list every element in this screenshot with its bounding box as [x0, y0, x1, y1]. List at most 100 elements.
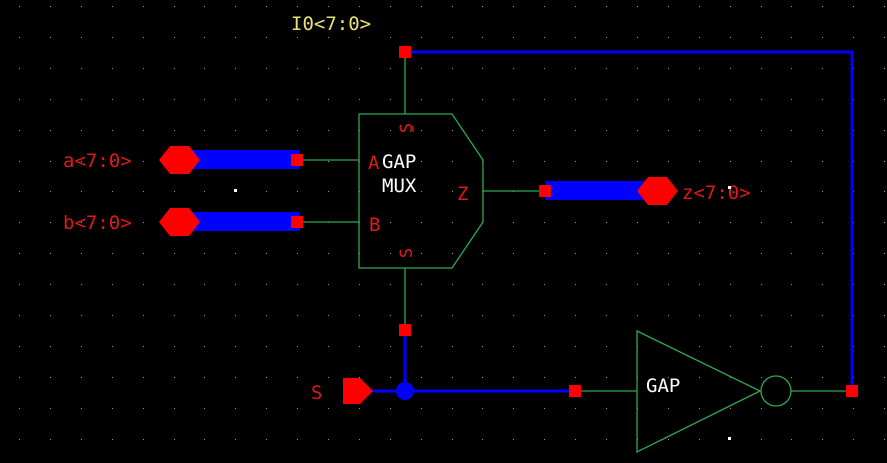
grid-dot [359, 439, 360, 440]
grid-dot [606, 130, 607, 131]
grid-dot [143, 346, 144, 347]
grid-dot [884, 68, 885, 69]
pin-b-label: b<7:0> [63, 212, 132, 234]
mux-symbol[interactable]: A B Z GAP MUX S S [297, 52, 545, 330]
grid-dot [606, 161, 607, 162]
grid-dot [791, 253, 792, 254]
grid-dot [328, 377, 329, 378]
grid-dot [235, 284, 236, 285]
grid-dot [606, 99, 607, 100]
grid-dot [853, 37, 854, 38]
grid-dot [452, 253, 453, 254]
a-bus-wire[interactable] [180, 150, 300, 169]
pin-a-marker[interactable] [159, 146, 200, 174]
grid-dot [730, 161, 731, 162]
grid-dot [204, 37, 205, 38]
connection-square-inv-out [846, 385, 858, 397]
feedback-bus-wire[interactable] [405, 50, 854, 391]
grid-dot [482, 439, 483, 440]
pin-z-label: z<7:0> [682, 182, 751, 204]
grid-dot [513, 161, 514, 162]
pin-s-marker[interactable] [343, 378, 373, 404]
grid-dot [143, 99, 144, 100]
grid-dot [359, 408, 360, 409]
grid-dot [81, 222, 82, 223]
grid-dot [884, 130, 885, 131]
grid-dot [328, 191, 329, 192]
inverter-symbol[interactable]: GAP [575, 329, 852, 454]
grid-dot [359, 377, 360, 378]
grid-dot [575, 315, 576, 316]
pin-z-marker[interactable] [637, 177, 678, 205]
grid-dot [143, 191, 144, 192]
grid-dot [266, 253, 267, 254]
grid-dot [884, 253, 885, 254]
grid-dot [699, 253, 700, 254]
grid-dot [822, 191, 823, 192]
connection-square-s-bottom [399, 324, 411, 336]
grid-dot [884, 315, 885, 316]
grid-dot [50, 191, 51, 192]
grid-dot [853, 439, 854, 440]
grid-dot [328, 408, 329, 409]
grid-dot [359, 284, 360, 285]
grid-dot [143, 377, 144, 378]
inverter-instance-name: GAP [646, 375, 680, 397]
b-bus-wire[interactable] [180, 212, 300, 231]
grid-dot [235, 130, 236, 131]
grid-dot [884, 161, 885, 162]
grid-dot [822, 222, 823, 223]
grid-dot [575, 346, 576, 347]
grid-dot [266, 284, 267, 285]
grid-dot [791, 408, 792, 409]
grid-dot [884, 377, 885, 378]
grid-dot [297, 6, 298, 7]
grid-dot [513, 408, 514, 409]
grid-dot [452, 377, 453, 378]
grid-dot [482, 99, 483, 100]
grid-dot [50, 284, 51, 285]
grid-dot [513, 346, 514, 347]
grid-dot [112, 284, 113, 285]
grid-dot [359, 68, 360, 69]
grid-dot [544, 99, 545, 100]
grid-dot [452, 222, 453, 223]
grid-dot [390, 6, 391, 7]
grid-dot [266, 6, 267, 7]
grid-dot [297, 346, 298, 347]
grid-dot [730, 408, 731, 409]
grid-dot [575, 439, 576, 440]
grid-dot [791, 191, 792, 192]
grid-dot [544, 161, 545, 162]
mux-body [358, 113, 484, 269]
grid-dot [668, 161, 669, 162]
z-bus-wire[interactable] [545, 181, 660, 200]
grid-dot [668, 315, 669, 316]
grid-dot [174, 68, 175, 69]
grid-dot [544, 37, 545, 38]
grid-dot [328, 284, 329, 285]
pin-b-marker[interactable] [159, 208, 200, 236]
grid-dot [791, 222, 792, 223]
grid-dot [50, 377, 51, 378]
grid-dot [112, 161, 113, 162]
grid-dot [19, 377, 20, 378]
grid-dot [19, 130, 20, 131]
grid-dot [204, 315, 205, 316]
grid-dot [482, 315, 483, 316]
grid-dot [791, 161, 792, 162]
grid-dot [606, 439, 607, 440]
grid-dot [359, 37, 360, 38]
grid-dot [699, 6, 700, 7]
grid-dot [266, 346, 267, 347]
grid-dot [390, 346, 391, 347]
grid-dot [791, 99, 792, 100]
grid-dot [143, 253, 144, 254]
grid-dot [421, 99, 422, 100]
grid-dot [482, 130, 483, 131]
grid-dot [204, 6, 205, 7]
grid-dot [19, 439, 20, 440]
grid-dot [730, 99, 731, 100]
